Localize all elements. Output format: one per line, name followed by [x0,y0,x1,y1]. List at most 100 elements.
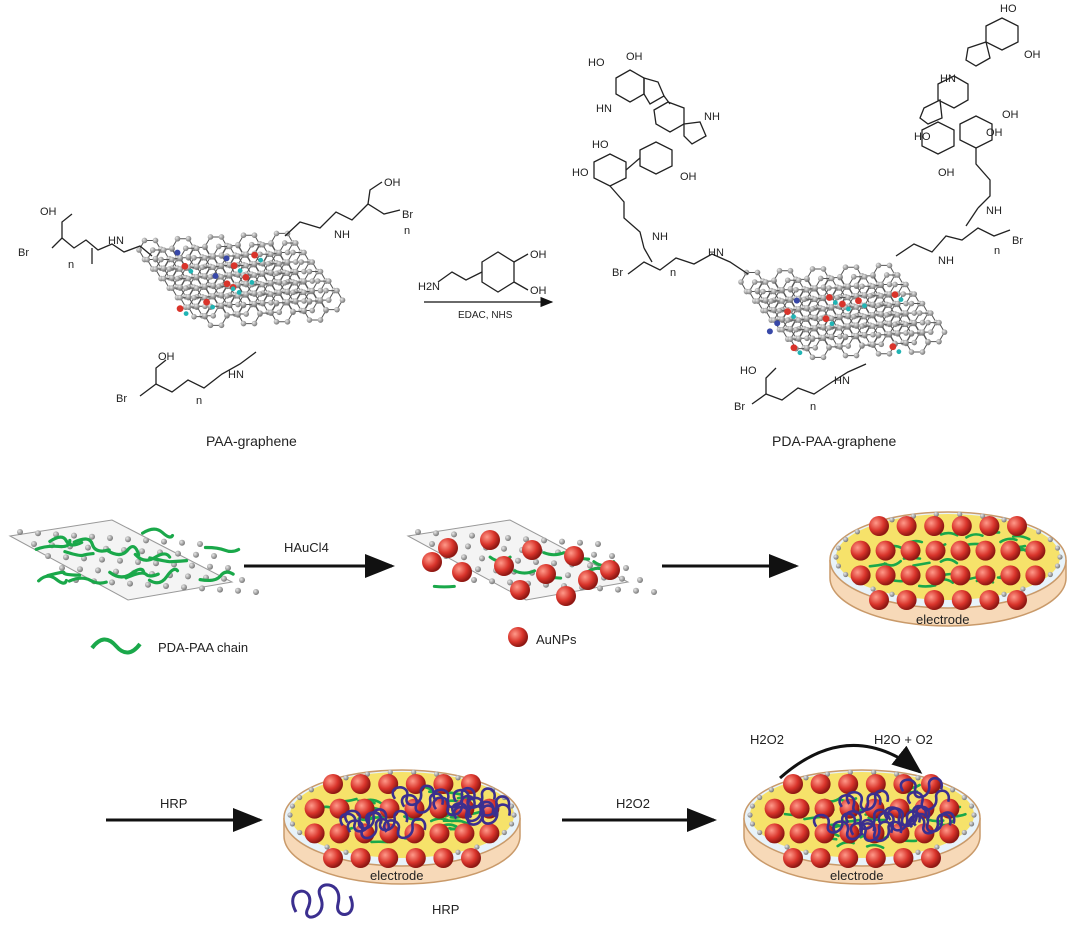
electrode-label-row3-right: electrode [830,868,883,883]
hn-label-product-bottom: HN [834,375,850,387]
aunp [865,848,886,868]
br-label-product-right: Br [1012,235,1023,247]
nh-label-product-left: NH [652,231,668,243]
electrode-hrp-modified [283,769,521,885]
cooh-label-right: OH [384,177,401,189]
legend-chain-label: PDA-PAA chain [158,640,248,655]
aunp [304,798,325,819]
aunp [921,848,941,868]
n-label-left: n [68,259,74,271]
graphene-sheet [738,262,948,361]
aunp [896,590,917,610]
n-label-product-left: n [670,267,676,279]
aunp [810,774,831,794]
aunp [438,538,458,558]
n-label-product-bottom: n [810,401,816,413]
aunp [510,580,530,600]
aunp [869,516,889,536]
aunp [950,565,971,586]
br-label-right: Br [402,209,413,221]
electrode-label-row3-left: electrode [370,868,423,883]
aunp [875,540,896,561]
aunp [975,540,996,561]
aunp [875,565,896,586]
hauCl4-label: HAuCl4 [284,540,329,555]
aunp [783,774,803,794]
paa-graphene-structure: OH Br n HN OH Br n NH OH Br n HN [18,177,413,407]
pda-oh-3: OH [1024,49,1041,61]
aunp [304,823,325,844]
paa-graphene-label: PAA-graphene [206,433,297,449]
br-label-product-bottom: Br [734,401,745,413]
pda-oh-5: OH [986,127,1003,139]
pda-paa-graphene-structure: HO OH HN NH HO HO OH HO OH HN HO OH OH O… [572,3,1041,413]
aunp [405,848,426,868]
aunp [429,823,450,844]
aunp [323,848,343,868]
electrode-label-row2: electrode [916,612,969,627]
aunp [329,823,350,844]
pda-hn-2: HN [940,73,956,85]
aunp [951,516,972,536]
hn-label-left: HN [108,235,124,247]
dopamine-reagent: OH OH H2N [418,249,547,297]
hn-label-product-left: HN [708,247,724,259]
aunp [1007,516,1027,536]
pda-oh-4: OH [1002,109,1019,121]
pda-chain-icon [90,637,142,655]
aunp [893,848,914,868]
pda-ho-3: HO [572,167,589,179]
pda-oh-6: OH [938,167,955,179]
aunp [814,798,835,819]
electrode-modified-aunp [829,511,1067,627]
reagent-amine: H2N [418,281,440,293]
aunp [925,565,946,586]
aunp [1025,565,1046,586]
hrp-coil-icon [291,883,354,919]
aunp [522,540,542,560]
reaction-reactant-label: H2O2 [750,732,784,747]
cooh-label-bottom: OH [158,351,175,363]
aunp [951,590,972,610]
aunp [838,848,859,868]
pda-ho-5: HO [914,131,931,143]
pda-nh-1: NH [704,111,720,123]
catalysis-arc-arrow [779,743,923,780]
nh-label-product-right-2: NH [938,255,954,267]
reagent-oh-bottom: OH [530,285,547,297]
aunp [810,848,831,868]
aunp [900,565,921,586]
aunp [578,570,598,590]
pda-oh-2: OH [680,171,697,183]
aunp [350,848,371,868]
legend-aunp-label: AuNPs [536,632,577,647]
aunp [789,798,810,819]
aunp [1007,590,1027,610]
pda-paa-graphene-label: PDA-PAA-graphene [772,433,896,449]
br-label-left: Br [18,247,29,259]
aunp [405,774,426,794]
aunp [783,848,803,868]
pda-paa-graphene-flake [8,519,259,601]
reaction-product-label: H2O + O2 [874,732,933,747]
n-label-bottom: n [196,395,202,407]
nh-label-product-right: NH [986,205,1002,217]
nh-label-right: NH [334,229,350,241]
aunp [925,540,946,561]
aunp [764,823,785,844]
hrp-step-label: HRP [160,796,187,811]
pda-oh-1: OH [626,51,643,63]
aunp [600,560,620,580]
aunp [452,562,472,582]
conditions-label: EDAC, NHS [458,310,513,321]
aunp [461,848,481,868]
aunp [564,546,584,566]
hn-label-bottom: HN [228,369,244,381]
aunp [950,540,971,561]
aunp [869,590,889,610]
electrode-h2o2-reaction [743,769,981,885]
aunp [924,590,945,610]
ho-label-product-bottom: HO [740,365,757,377]
aunp [479,823,500,844]
